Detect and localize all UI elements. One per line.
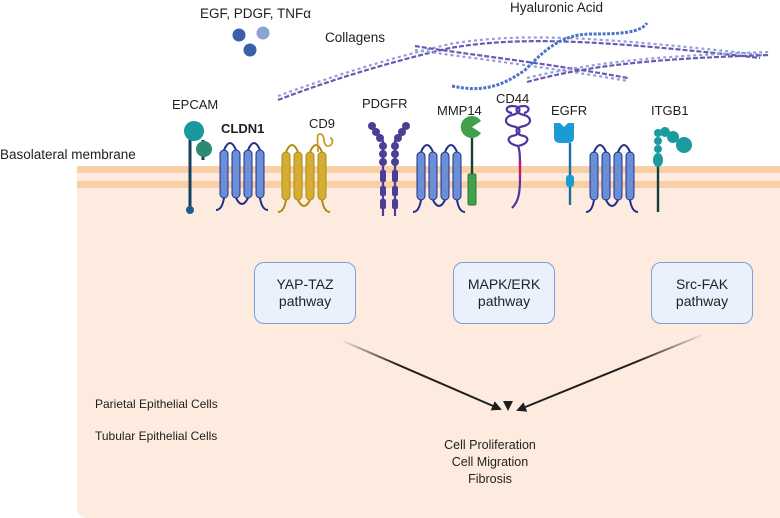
- tm-loop: [277, 144, 331, 213]
- itgb1-protein: [653, 127, 692, 212]
- tm-helix: [416, 151, 426, 201]
- tm-helix: [255, 149, 265, 199]
- cd9-protein: [277, 133, 334, 213]
- cldn1-label: CLDN1: [221, 121, 265, 136]
- pathway-suffix: pathway: [477, 293, 531, 309]
- outcome-item: Fibrosis: [468, 472, 512, 486]
- cd44-label: CD44: [496, 91, 530, 106]
- tm-helix: [243, 149, 253, 199]
- tm-loop: [585, 144, 639, 213]
- tetraspan-protein-3: [585, 144, 639, 213]
- epcam-protein: [184, 121, 212, 214]
- tm-helix: [428, 151, 438, 201]
- pathway-name: Src-FAK: [675, 276, 729, 292]
- tnfa-sphere: [243, 43, 257, 57]
- cd9-label: CD9: [309, 116, 336, 131]
- cd9-loop: [316, 133, 334, 153]
- egfr-label: EGFR: [551, 103, 588, 118]
- tm-helix: [305, 151, 315, 201]
- cell-type-parietal: Parietal Epithelial Cells: [95, 397, 218, 411]
- pathway-box-src-fak[interactable]: Src-FAK pathway: [651, 262, 753, 324]
- hyaluronic-acid-chain: [451, 21, 649, 91]
- arrow-src-fak: [516, 334, 703, 412]
- cd44-protein: [504, 104, 532, 209]
- egfr-protein: [554, 123, 574, 205]
- outcomes-list: Cell Proliferation Cell Migration Fibros…: [390, 437, 590, 488]
- tm-helix: [281, 151, 291, 201]
- tm-helix: [231, 149, 241, 199]
- tm-helix: [613, 151, 623, 201]
- pdgf-sphere: [256, 26, 270, 40]
- hyaluronic-acid-label: Hyaluronic Acid: [510, 0, 604, 15]
- outcome-item: Cell Migration: [451, 455, 529, 469]
- tm-helix: [219, 149, 229, 199]
- epcam-label: EPCAM: [172, 97, 219, 112]
- cldn1-protein: [215, 142, 269, 211]
- cell-type-tubular: Tubular Epithelial Cells: [95, 429, 218, 443]
- tetraspan-protein-2: [412, 144, 466, 213]
- growth-factors-label: EGF, PDGF, TNFα: [200, 6, 312, 21]
- tm-helix: [440, 151, 450, 201]
- egf-sphere: [232, 28, 246, 42]
- pathway-suffix: pathway: [278, 293, 332, 309]
- pathway-name: MAPK/ERK: [467, 276, 541, 292]
- arrow-yap-taz: [342, 340, 502, 411]
- pathway-suffix: pathway: [675, 293, 729, 309]
- pathway-name: YAP-TAZ: [276, 276, 334, 292]
- tm-helix: [589, 151, 599, 201]
- tm-helix: [601, 151, 611, 201]
- signaling-arrows: [342, 330, 703, 412]
- collagens-label: Collagens: [325, 30, 386, 45]
- pathway-box-yap-taz[interactable]: YAP-TAZ pathway: [254, 262, 356, 324]
- outcome-item: Cell Proliferation: [444, 438, 536, 452]
- tm-helix: [317, 151, 327, 201]
- tm-helix: [452, 151, 462, 201]
- tm-helix: [293, 151, 303, 201]
- pdgfr-protein: [368, 122, 410, 216]
- itgb1-label: ITGB1: [651, 103, 689, 118]
- tm-loop: [215, 142, 269, 211]
- collagen-fibers: [277, 36, 771, 102]
- mmp14-label: MMP14: [437, 103, 482, 118]
- tm-loop: [412, 144, 466, 213]
- mmp14-protein: [460, 115, 481, 206]
- pathway-box-mapk-erk[interactable]: MAPK/ERK pathway: [453, 262, 555, 324]
- cytoplasm-region: [77, 166, 780, 518]
- membrane-label: Basolateral membrane: [0, 147, 136, 162]
- growth-factor-molecules: [232, 26, 270, 57]
- pdgfr-label: PDGFR: [362, 96, 408, 111]
- tm-helix: [625, 151, 635, 201]
